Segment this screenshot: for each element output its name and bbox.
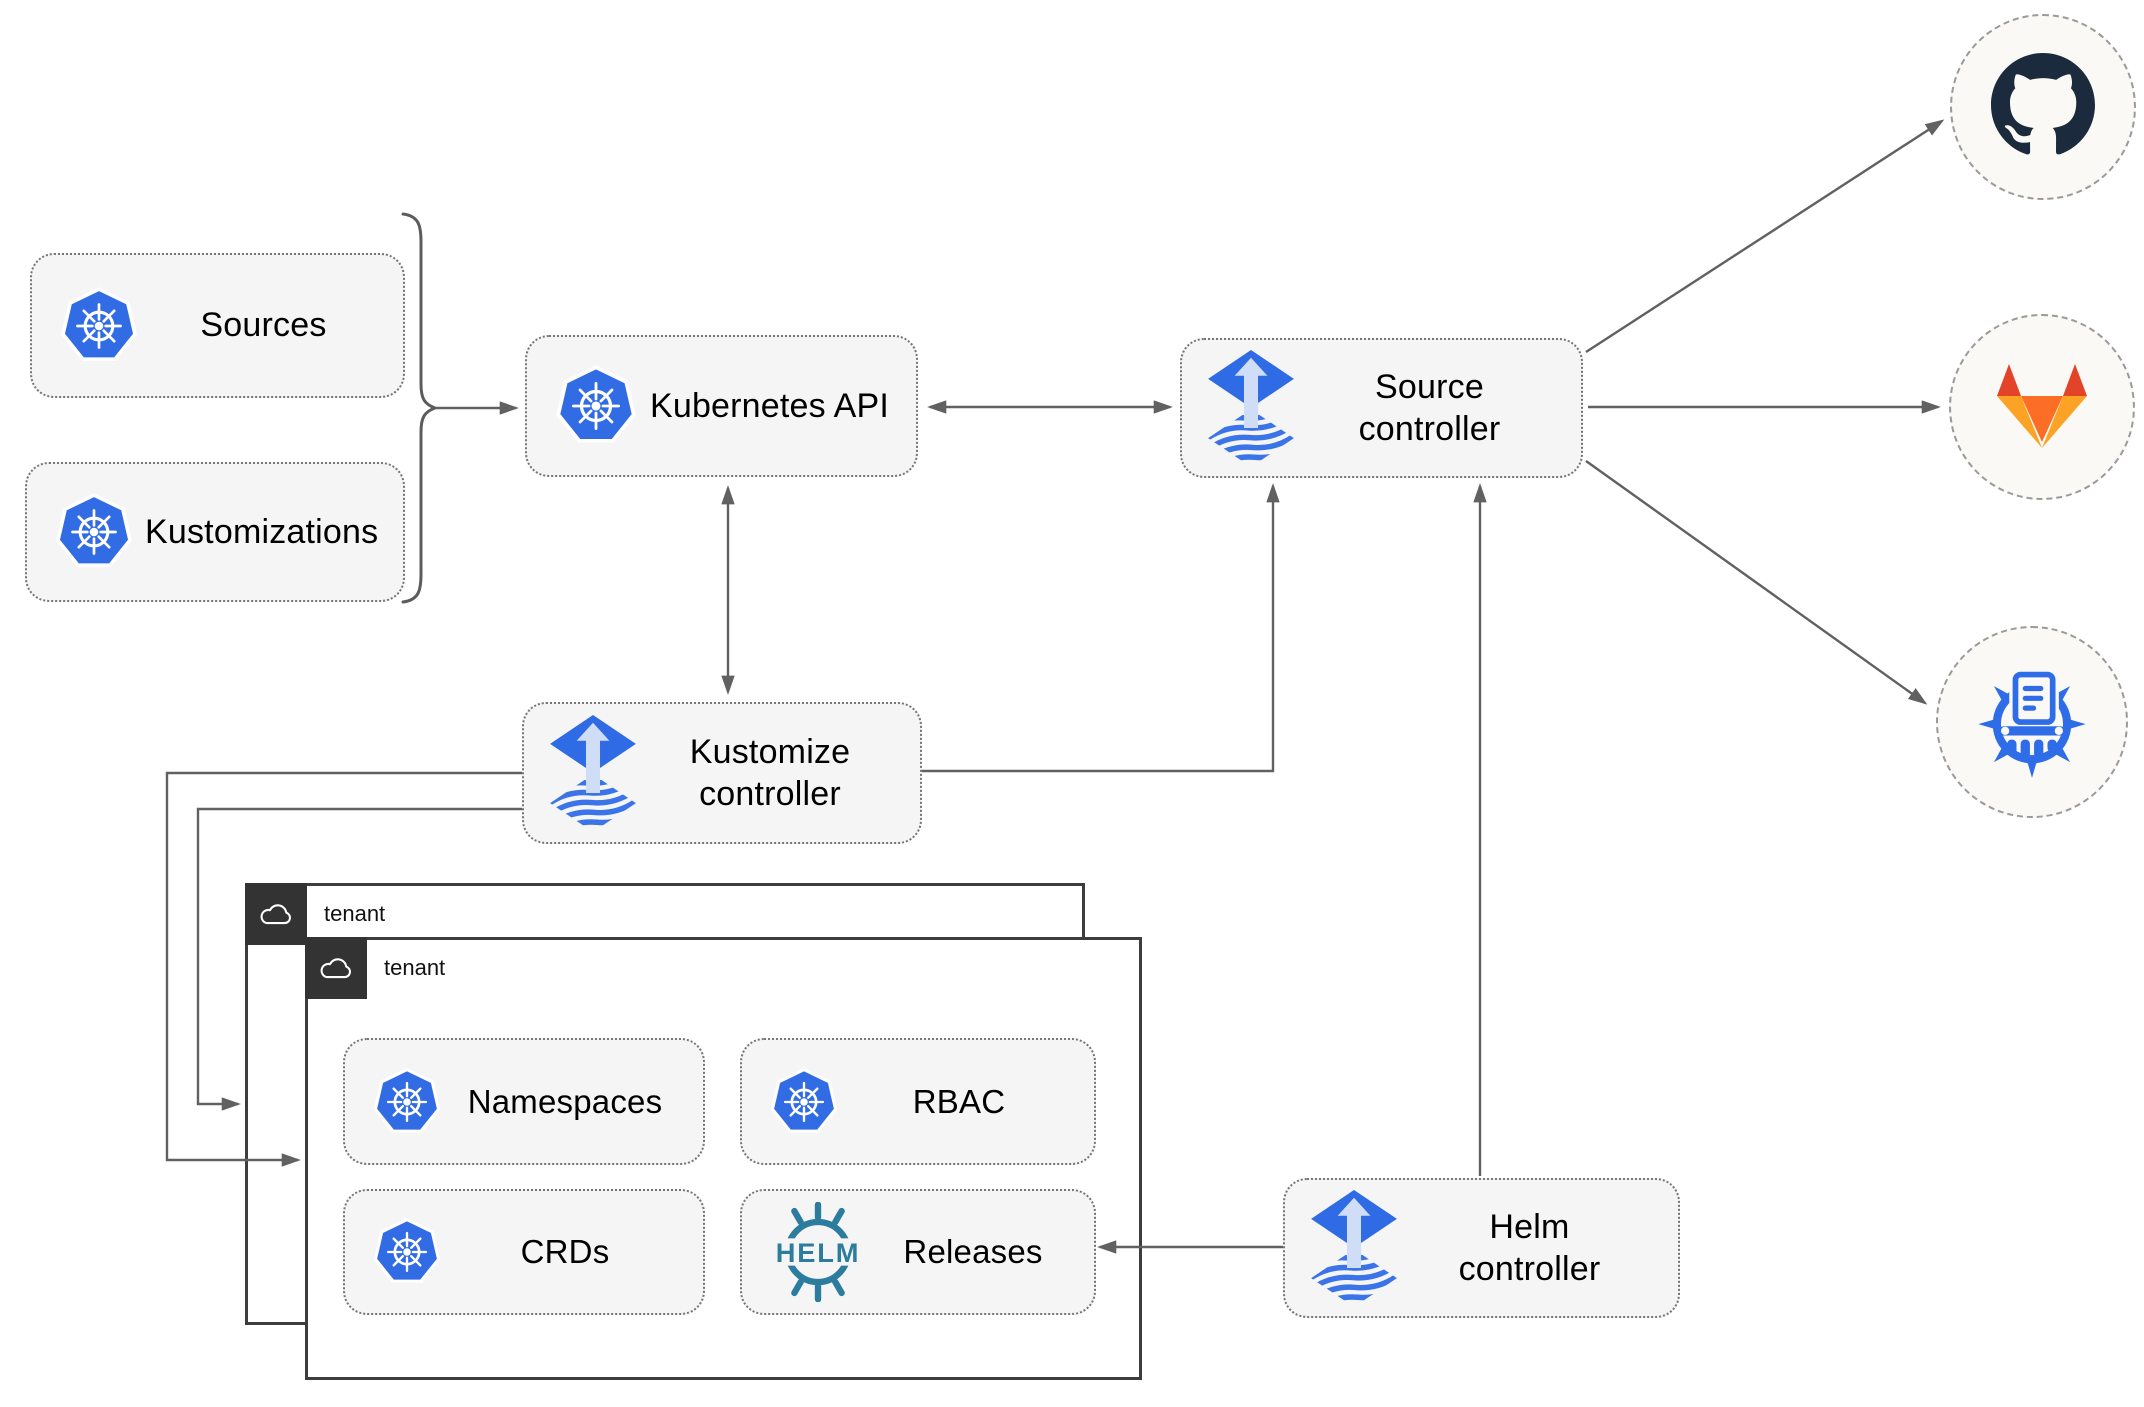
node-namespaces: Namespaces	[343, 1038, 705, 1165]
node-label: CRDs	[520, 1233, 610, 1271]
flux-icon	[1311, 1189, 1397, 1307]
tenant-label: tenant	[384, 955, 446, 980]
node-label: Kustomizations	[145, 512, 379, 551]
kubernetes-icon	[768, 1066, 840, 1138]
node-kubernetes-api: Kubernetes API	[525, 335, 918, 477]
tenant-box-front: tenant Names	[305, 937, 1142, 1380]
tenant-label: tenant	[324, 901, 386, 926]
kubernetes-icon	[58, 285, 140, 367]
kubernetes-icon	[553, 363, 639, 449]
node-sources: Sources	[30, 253, 405, 398]
kubernetes-icon	[53, 491, 135, 573]
cloud-icon	[245, 883, 307, 945]
github-icon	[1991, 52, 2095, 162]
helm-icon: HELM	[768, 1202, 868, 1302]
kustomize-registry-icon	[1970, 658, 2094, 787]
node-label: Kustomize controller	[689, 732, 851, 814]
external-target-gitlab	[1949, 314, 2135, 500]
node-rbac: RBAC	[740, 1038, 1096, 1165]
node-releases: HELM Releases	[740, 1189, 1096, 1315]
node-label: Namespaces	[467, 1082, 663, 1120]
helm-logo-text: HELM	[776, 1237, 861, 1268]
node-label: Releases	[903, 1233, 1043, 1271]
node-crds: CRDs	[343, 1189, 705, 1315]
node-label: RBAC	[912, 1082, 1006, 1120]
external-target-github	[1950, 14, 2136, 200]
gitlab-icon	[1992, 360, 2092, 455]
kubernetes-icon	[371, 1216, 443, 1288]
external-target-kustomize-registry	[1936, 626, 2128, 818]
kubernetes-icon	[371, 1066, 443, 1138]
node-helm-controller: Helm controller	[1283, 1178, 1680, 1318]
node-kustomize-controller: Kustomize controller	[522, 702, 922, 844]
flux-icon	[1208, 349, 1294, 467]
cloud-icon	[305, 937, 367, 999]
node-label: Sources	[200, 306, 327, 345]
node-label: Helm controller	[1458, 1207, 1601, 1289]
node-label: Source controller	[1358, 367, 1501, 449]
node-label: Kubernetes API	[649, 386, 890, 425]
node-kustomizations: Kustomizations	[25, 462, 405, 602]
flux-icon	[550, 714, 636, 832]
node-source-controller: Source controller	[1180, 338, 1583, 478]
